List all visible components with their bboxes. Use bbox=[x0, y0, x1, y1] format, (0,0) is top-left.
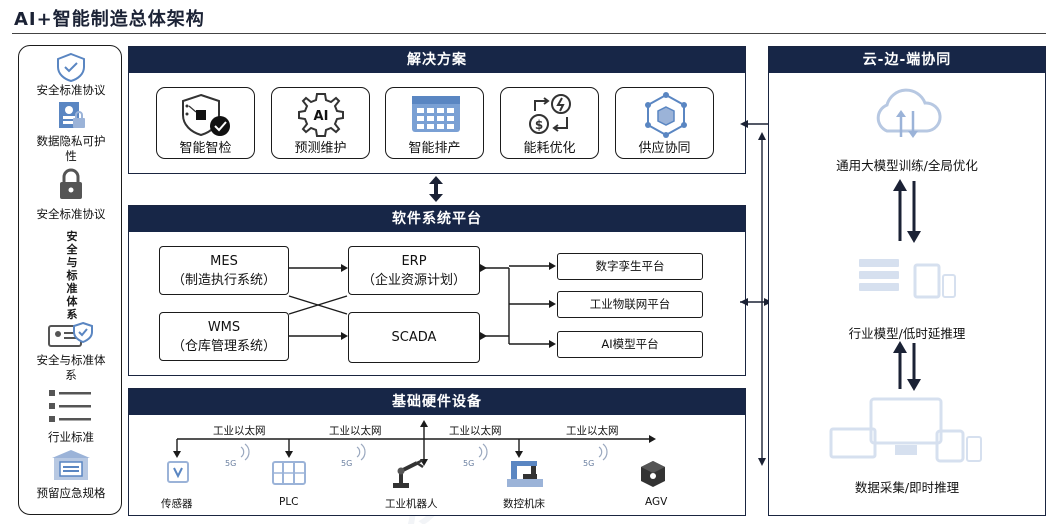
device-label: AGV bbox=[645, 496, 668, 508]
ethernet-label: 工业以太网 bbox=[213, 425, 266, 437]
terminal-devices-icon bbox=[829, 397, 982, 463]
cnc-machine-icon bbox=[507, 461, 543, 487]
software-panel: 软件系统平台 MES （制造执行系统） bbox=[128, 205, 746, 376]
up-down-arrows bbox=[893, 179, 921, 243]
tier-label: 行业模型/低时延推理 bbox=[848, 326, 966, 341]
system-name: MES bbox=[210, 254, 238, 269]
vault-icon bbox=[52, 450, 90, 480]
tier-label: 通用大模型训练/全局优化 bbox=[836, 158, 978, 173]
network-cube-icon bbox=[645, 92, 687, 138]
solution-label: 智能智检 bbox=[179, 141, 232, 156]
solution-label: 智能排产 bbox=[408, 141, 461, 156]
cloud-edge-title: 云-边-端协同 bbox=[769, 47, 1045, 73]
inspection-shield-icon bbox=[182, 93, 230, 137]
hardware-panel: 基础硬件设备 工业以太网 工业以太网 工业以太网 工业以太网 5G 5G bbox=[128, 388, 746, 516]
device-label: 数控机床 bbox=[503, 498, 545, 510]
left-item-label: 行业标准 bbox=[48, 430, 94, 444]
solution-label: 预测维护 bbox=[294, 141, 347, 156]
solution-card-supply[interactable]: 供应协同 bbox=[615, 87, 714, 159]
ethernet-label: 工业以太网 bbox=[329, 425, 382, 437]
checklist-icon bbox=[49, 390, 91, 422]
device-label: PLC bbox=[279, 496, 299, 508]
platform-digital-twin[interactable]: 数字孪生平台 bbox=[557, 253, 703, 280]
system-name: ERP bbox=[401, 254, 427, 269]
ethernet-label: 工业以太网 bbox=[566, 425, 619, 437]
system-box-mes[interactable]: MES （制造执行系统） bbox=[159, 246, 289, 295]
sensor-icon bbox=[167, 461, 189, 483]
cloud-upload-icon bbox=[876, 88, 942, 138]
security-standards-column: 安全标准协议 数据隐私可护性 安全标准协议 安全与标准体系 安全与标准体系 行业… bbox=[18, 45, 122, 515]
5g-label: 5G bbox=[583, 459, 595, 468]
solution-card-maintenance[interactable]: AI 预测维护 bbox=[271, 87, 370, 159]
svg-text:AI: AI bbox=[314, 109, 329, 124]
padlock-icon bbox=[60, 168, 82, 199]
device-label: 工业机器人 bbox=[385, 498, 438, 510]
up-down-arrows bbox=[893, 341, 921, 391]
software-title: 软件系统平台 bbox=[129, 206, 745, 232]
ethernet-bus bbox=[173, 420, 656, 466]
industrial-robot-icon bbox=[393, 458, 424, 488]
energy-cost-cycle-icon: $ bbox=[529, 94, 571, 134]
ethernet-label: 工业以太网 bbox=[449, 425, 502, 437]
solutions-title: 解决方案 bbox=[129, 47, 745, 73]
solution-label: 供应协同 bbox=[638, 141, 691, 156]
double-arrow-vertical bbox=[429, 176, 443, 202]
system-box-scada[interactable]: SCADA bbox=[348, 312, 480, 363]
solution-card-energy[interactable]: $ 能耗优化 bbox=[500, 87, 599, 159]
left-item-label: 安全标准协议 bbox=[36, 83, 106, 97]
5g-label: 5G bbox=[225, 459, 237, 468]
system-name: WMS bbox=[207, 320, 241, 335]
5g-label: 5G bbox=[463, 459, 475, 468]
tier-label: 数据采集/即时推理 bbox=[854, 480, 960, 495]
title-divider bbox=[12, 33, 1046, 34]
shield-check-icon bbox=[57, 52, 85, 82]
platform-ai-model[interactable]: AI模型平台 bbox=[557, 331, 703, 358]
device-label: 传感器 bbox=[161, 498, 193, 510]
5g-label: 5G bbox=[341, 459, 353, 468]
agv-icon bbox=[641, 461, 665, 487]
solution-label: 能耗优化 bbox=[523, 141, 576, 156]
system-desc: （制造执行系统） bbox=[171, 273, 276, 288]
system-box-wms[interactable]: WMS （仓库管理系统） bbox=[159, 312, 289, 361]
edge-server-icon bbox=[859, 259, 956, 299]
id-card-shield-icon bbox=[48, 321, 93, 347]
vertical-caption: 安全与标准体系 bbox=[66, 230, 78, 321]
solution-card-inspection[interactable]: 智能智检 bbox=[156, 87, 255, 159]
platform-iiot[interactable]: 工业物联网平台 bbox=[557, 291, 703, 318]
page-title: AI+智能制造总体架构 bbox=[14, 9, 205, 30]
system-desc: （仓库管理系统） bbox=[171, 339, 276, 354]
system-name: SCADA bbox=[391, 330, 437, 345]
left-item-label: 数据隐私可护性 bbox=[36, 134, 106, 163]
system-desc: （企业资源计划） bbox=[361, 273, 466, 288]
plc-icon bbox=[272, 461, 306, 485]
cloud-edge-connectors bbox=[740, 120, 776, 466]
user-document-icon bbox=[59, 102, 85, 128]
calendar-grid-icon bbox=[412, 96, 460, 132]
solutions-panel: 解决方案 智能智检 AI 预测维护 智能排产 bbox=[128, 46, 746, 174]
hardware-title: 基础硬件设备 bbox=[129, 389, 745, 415]
left-item-label: 预留应急规格 bbox=[36, 486, 106, 500]
left-item-label: 安全标准协议 bbox=[36, 207, 106, 221]
svg-text:$: $ bbox=[535, 118, 543, 132]
system-box-erp[interactable]: ERP （企业资源计划） bbox=[348, 246, 480, 295]
left-item-label: 安全与标准体系 bbox=[36, 353, 106, 382]
cloud-edge-panel: 云-边-端协同 通用大模型训练/全局优化 行业模型/低时延推理 数据采集/即时推… bbox=[768, 46, 1046, 516]
ai-gear-icon: AI bbox=[298, 93, 344, 137]
solution-card-scheduling[interactable]: 智能排产 bbox=[385, 87, 484, 159]
